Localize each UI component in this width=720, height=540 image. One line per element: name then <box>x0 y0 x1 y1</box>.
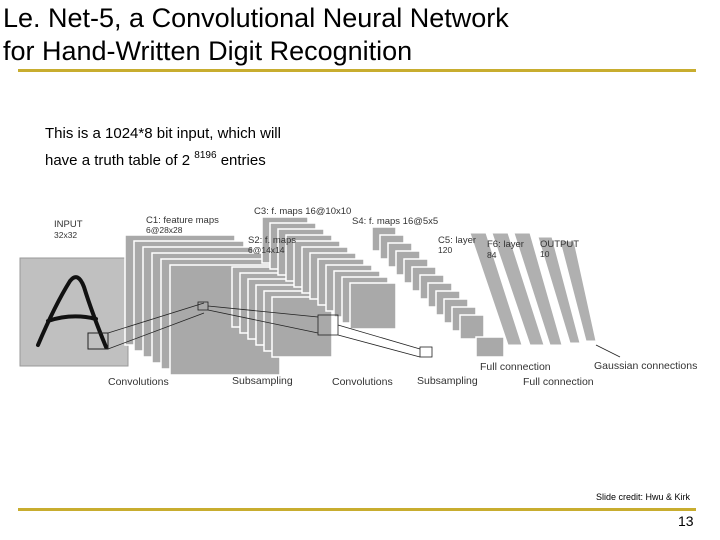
title-line-2: for Hand-Written Digit Recognition <box>3 36 413 66</box>
fully-connected-bands <box>469 232 597 346</box>
subsampling-label-2: Subsampling <box>417 375 478 387</box>
note-exponent: 8196 <box>194 150 217 161</box>
receptive-field-box <box>87 332 109 350</box>
input-image <box>19 257 129 367</box>
note-line-2: have a truth table of 2 8196 entries <box>45 145 281 172</box>
slide-credit: Slide credit: Hwu & Kirk <box>596 492 691 502</box>
input-plane <box>19 257 129 367</box>
title-line-1: Le. Net-5, a Convolutional Neural Networ… <box>3 3 509 33</box>
s4-feature-maps <box>371 226 505 358</box>
input-label: INPUT <box>54 219 83 230</box>
f6-size-label: 84 <box>487 250 497 260</box>
note-line-1: This is a 1024*8 bit input, which will <box>45 125 281 142</box>
page-number: 13 <box>678 513 694 529</box>
input-size-label: 32x32 <box>54 230 77 240</box>
s2-label: S2: f. maps <box>248 235 296 246</box>
full-connection-label-1: Full connection <box>480 361 551 373</box>
full-connection-label-2: Full connection <box>523 376 594 388</box>
note-suffix: entries <box>216 152 266 169</box>
connection-lines <box>107 301 621 358</box>
s4-label: S4: f. maps 16@5x5 <box>352 216 438 227</box>
convolutions-label-2: Convolutions <box>332 376 393 388</box>
c5-label: C5: layer <box>438 235 476 246</box>
c3-label: C3: f. maps 16@10x10 <box>254 206 351 217</box>
c5-size-label: 120 <box>438 245 452 255</box>
gaussian-connections-label: Gaussian connections <box>594 360 697 372</box>
c1-label: C1: feature maps <box>146 215 219 226</box>
title-underline <box>18 69 696 72</box>
lenet-diagram: .mp{fill:#a9a9a9;stroke:#ffffff;stroke-w… <box>0 195 720 395</box>
c1-size-label: 6@28x28 <box>146 225 183 235</box>
c3-kernel-box <box>419 346 433 358</box>
subsampling-label-1: Subsampling <box>232 375 293 387</box>
lenet-architecture-svg: .mp{fill:#a9a9a9;stroke:#ffffff;stroke-w… <box>19 206 697 388</box>
output-label: OUTPUT <box>540 239 579 250</box>
slide-title: Le. Net-5, a Convolutional Neural Networ… <box>3 2 693 68</box>
output-size-label: 10 <box>540 249 550 259</box>
input-note: This is a 1024*8 bit input, which will h… <box>45 123 281 172</box>
s2-size-label: 6@14x14 <box>248 245 285 255</box>
note-prefix: have a truth table of 2 <box>45 152 195 169</box>
convolutions-label-1: Convolutions <box>108 376 169 388</box>
footer-rule <box>18 508 696 511</box>
c3-feature-maps <box>261 216 397 330</box>
handwritten-a-glyph <box>36 275 108 349</box>
f6-label: F6: layer <box>487 239 524 250</box>
